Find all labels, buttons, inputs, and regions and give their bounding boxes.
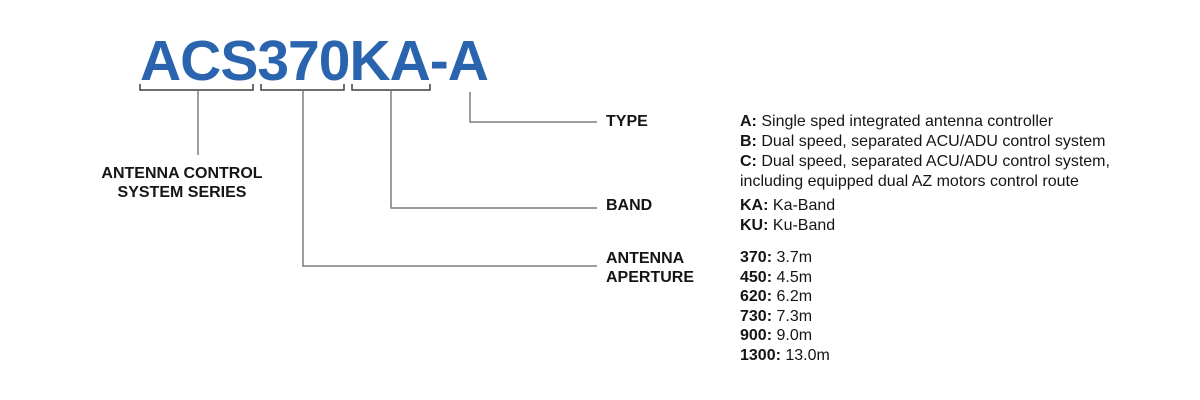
option-code: C: — [740, 153, 757, 170]
aperture-options: 370: 3.7m 450: 4.5m 620: 6.2m 730: 7.3m … — [740, 248, 830, 365]
series-label: ANTENNA CONTROL SYSTEM SERIES — [93, 164, 271, 202]
aperture-option: 450: 4.5m — [740, 268, 830, 288]
option-desc: Ku-Band — [772, 217, 836, 234]
type-option: A: Single sped integrated antenna contro… — [740, 112, 1150, 132]
series-label-line1: ANTENNA CONTROL — [101, 165, 263, 182]
option-code: 900: — [740, 327, 773, 344]
option-code: 450: — [740, 268, 773, 286]
band-label: BAND — [606, 197, 653, 214]
type-label: TYPE — [606, 113, 648, 130]
option-code: KA: — [740, 197, 769, 214]
band-option: KU: Ku-Band — [740, 216, 835, 236]
aperture-option: 370: 3.7m — [740, 248, 830, 268]
option-desc: Dual speed, separated ACU/ADU control sy… — [740, 153, 1110, 190]
aperture-option: 900: 9.0m — [740, 326, 830, 346]
bracket-aperture — [260, 84, 345, 91]
option-desc: Ka-Band — [772, 197, 836, 214]
aperture-option: 620: 6.2m — [740, 287, 830, 307]
option-desc: 9.0m — [776, 327, 813, 344]
model-number: ACS370KA-A — [140, 29, 489, 93]
bracket-series — [139, 84, 254, 91]
option-desc: Single sped integrated antenna controlle… — [761, 113, 1054, 130]
connector-type — [469, 92, 597, 123]
option-code: 620: — [740, 288, 773, 305]
connector-band — [390, 90, 597, 209]
option-desc: 3.7m — [776, 249, 813, 266]
option-desc: 4.5m — [776, 268, 813, 286]
series-label-line2: SYSTEM SERIES — [117, 184, 247, 201]
band-option: KA: Ka-Band — [740, 196, 835, 216]
aperture-label-line2: APERTURE — [606, 269, 695, 286]
option-code: 730: — [740, 307, 773, 325]
option-code: 1300: — [740, 346, 781, 364]
option-desc: 6.2m — [776, 288, 813, 305]
option-code: KU: — [740, 217, 769, 234]
option-code: 370: — [740, 249, 773, 266]
aperture-option: 730: 7.3m — [740, 307, 830, 327]
band-options: KA: Ka-Band KU: Ku-Band — [740, 196, 835, 236]
bracket-band — [351, 84, 431, 91]
option-code: B: — [740, 133, 757, 150]
type-option: B: Dual speed, separated ACU/ADU control… — [740, 132, 1150, 152]
type-option: C: Dual speed, separated ACU/ADU control… — [740, 152, 1150, 192]
option-desc: 13.0m — [785, 346, 830, 364]
option-desc: 7.3m — [776, 307, 813, 325]
option-desc: Dual speed, separated ACU/ADU control sy… — [761, 133, 1106, 150]
aperture-label: ANTENNA APERTURE — [606, 249, 694, 287]
aperture-option: 1300: 13.0m — [740, 346, 830, 366]
option-code: A: — [740, 113, 757, 130]
aperture-label-line1: ANTENNA — [606, 250, 685, 267]
type-options: A: Single sped integrated antenna contro… — [740, 112, 1150, 192]
connector-aperture — [302, 90, 597, 267]
